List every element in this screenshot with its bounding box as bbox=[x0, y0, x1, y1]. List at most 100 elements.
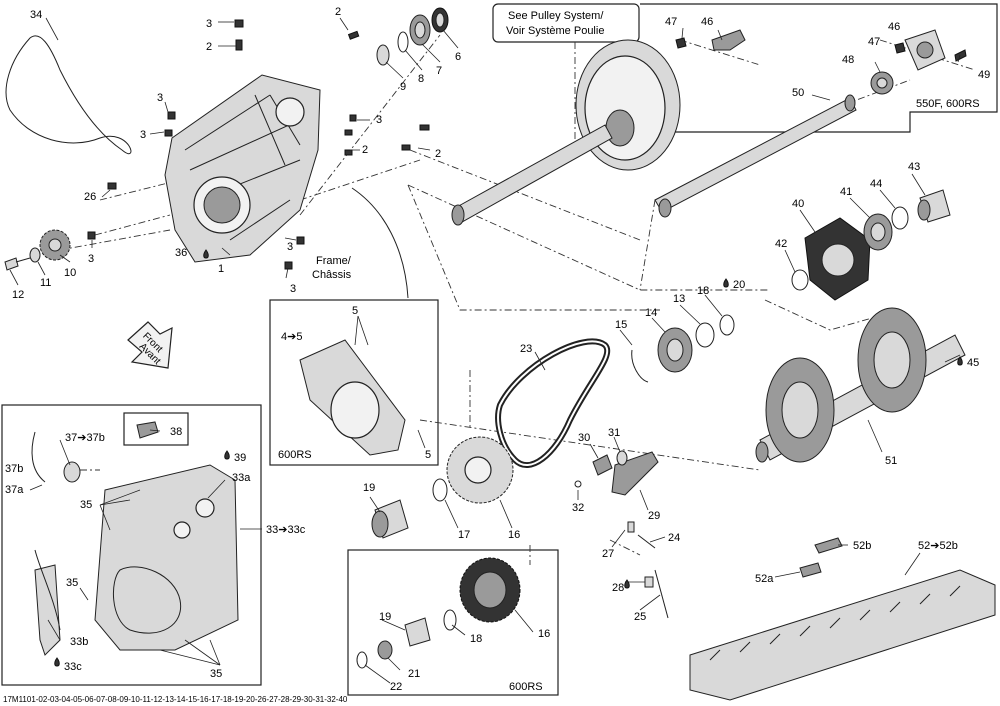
clip-52b bbox=[814, 537, 843, 554]
callout-11: 11 bbox=[40, 277, 51, 289]
harness-33b bbox=[34, 549, 61, 631]
callout-24: 24 bbox=[668, 532, 680, 544]
callout-38: 38 bbox=[170, 426, 182, 438]
guide-line bbox=[639, 199, 656, 291]
callout-2: 2 bbox=[206, 41, 212, 53]
callout-14: 14 bbox=[645, 307, 657, 319]
box-cover-assembly bbox=[1, 404, 262, 686]
oil-drop-icon bbox=[54, 249, 963, 667]
callout-18: 18 bbox=[697, 285, 709, 297]
ring-9 bbox=[376, 44, 390, 66]
callout-46: 46 bbox=[888, 21, 900, 33]
adjuster-28 bbox=[644, 576, 654, 588]
callout-10: 10 bbox=[64, 267, 76, 279]
o-ring-18 bbox=[719, 314, 735, 336]
track-guide-52 bbox=[689, 569, 996, 701]
box-600rs-label: 600RS bbox=[278, 449, 312, 461]
callout-3: 3 bbox=[140, 129, 146, 141]
callout-49: 49 bbox=[978, 69, 990, 81]
circlip-15 bbox=[631, 349, 649, 383]
callout-28: 28 bbox=[612, 582, 624, 594]
callout-20: 20 bbox=[733, 279, 745, 291]
range-52-label: 52➔52b bbox=[918, 540, 958, 552]
bracket-4-5-bore bbox=[330, 381, 380, 439]
sprocket-16-600rs-hub bbox=[473, 571, 507, 609]
range-37-label: 37➔37b bbox=[65, 432, 105, 444]
box-4-5-range: 4➔5 bbox=[281, 331, 302, 343]
callout-2: 2 bbox=[335, 6, 341, 18]
callout-17: 17 bbox=[458, 529, 470, 541]
chain-23-inner bbox=[497, 340, 609, 466]
callout-39: 39 bbox=[234, 452, 246, 464]
callout-42: 42 bbox=[775, 238, 787, 250]
callout-22: 22 bbox=[390, 681, 402, 693]
callout-27: 27 bbox=[602, 548, 614, 560]
box-550f-label: 550F, 600RS bbox=[916, 98, 980, 110]
guide-line bbox=[407, 184, 660, 311]
rod-25 bbox=[654, 569, 669, 619]
callout-2: 2 bbox=[435, 148, 441, 160]
nut-21 bbox=[377, 640, 393, 660]
callout-30: 30 bbox=[578, 432, 590, 444]
guide-line bbox=[94, 214, 171, 236]
spring-27 bbox=[627, 521, 635, 533]
range-33-label: 33➔33c bbox=[266, 524, 306, 536]
callout-16: 16 bbox=[538, 628, 550, 640]
box-550f-600rs bbox=[640, 3, 998, 133]
leader-lines bbox=[9, 17, 961, 684]
guide-line bbox=[829, 79, 911, 111]
front-arrow bbox=[127, 321, 173, 369]
callout-12: 12 bbox=[12, 289, 24, 301]
callout-labels: 34 3 2 2 3 3 3 2 2 26 36 1 3 10 11 12 3 … bbox=[5, 6, 990, 693]
callout-6: 6 bbox=[455, 51, 461, 63]
callout-41: 41 bbox=[840, 186, 852, 198]
shaft-50 bbox=[654, 97, 857, 213]
clip-38 bbox=[136, 421, 159, 439]
callout-44: 44 bbox=[870, 178, 882, 190]
callout-33c: 33c bbox=[64, 661, 82, 673]
callout-48: 48 bbox=[842, 54, 854, 66]
callout-47: 47 bbox=[665, 16, 677, 28]
bearing-41-inner bbox=[870, 222, 886, 242]
ring-18-600rs bbox=[443, 609, 457, 631]
drive-axle-sprocket-b bbox=[857, 307, 927, 413]
seal-6-inner bbox=[435, 12, 445, 28]
callout-33a: 33a bbox=[232, 472, 251, 484]
callout-40: 40 bbox=[792, 198, 804, 210]
tube-33b bbox=[34, 564, 61, 656]
frame-arrow bbox=[351, 187, 409, 299]
housing-upper-bore bbox=[275, 97, 305, 127]
spacer-43-end bbox=[917, 199, 931, 221]
callout-25: 25 bbox=[634, 611, 646, 623]
callout-2: 2 bbox=[362, 144, 368, 156]
callout-5: 5 bbox=[352, 305, 358, 317]
callout-52b: 52b bbox=[853, 540, 871, 552]
bearing-housing-40-bore bbox=[821, 243, 855, 277]
callout-35: 35 bbox=[80, 499, 92, 511]
circlip-8 bbox=[397, 31, 409, 53]
callout-32: 32 bbox=[572, 502, 584, 514]
callout-18: 18 bbox=[470, 633, 482, 645]
rod-24 bbox=[637, 534, 656, 549]
bearing-48-inner bbox=[876, 77, 888, 89]
callout-16: 16 bbox=[508, 529, 520, 541]
callout-47: 47 bbox=[868, 36, 880, 48]
shaft-50-spline-top bbox=[844, 94, 856, 112]
pulley-note-box bbox=[492, 3, 640, 43]
bracket-46-left bbox=[711, 29, 746, 51]
pulley-shaft-spline bbox=[451, 204, 465, 226]
chaincase-cover bbox=[94, 464, 239, 651]
guide-line bbox=[99, 179, 181, 201]
callout-21: 21 bbox=[408, 668, 420, 680]
track-guide-52-teeth bbox=[709, 585, 961, 661]
callout-37a: 37a bbox=[5, 484, 24, 496]
bolt-49 bbox=[954, 49, 967, 62]
washer-11 bbox=[29, 247, 41, 263]
box-600rs-label: 600RS bbox=[509, 681, 543, 693]
chaincase-cover-inner bbox=[112, 566, 182, 634]
clip-52a bbox=[799, 562, 822, 578]
callout-15: 15 bbox=[615, 319, 627, 331]
diagram-footer-code: 17M1101-02-03-04-05-06-07-08-09-10-11-12… bbox=[3, 695, 348, 704]
sprocket-10-hub bbox=[48, 238, 62, 252]
pin-31 bbox=[616, 450, 628, 466]
